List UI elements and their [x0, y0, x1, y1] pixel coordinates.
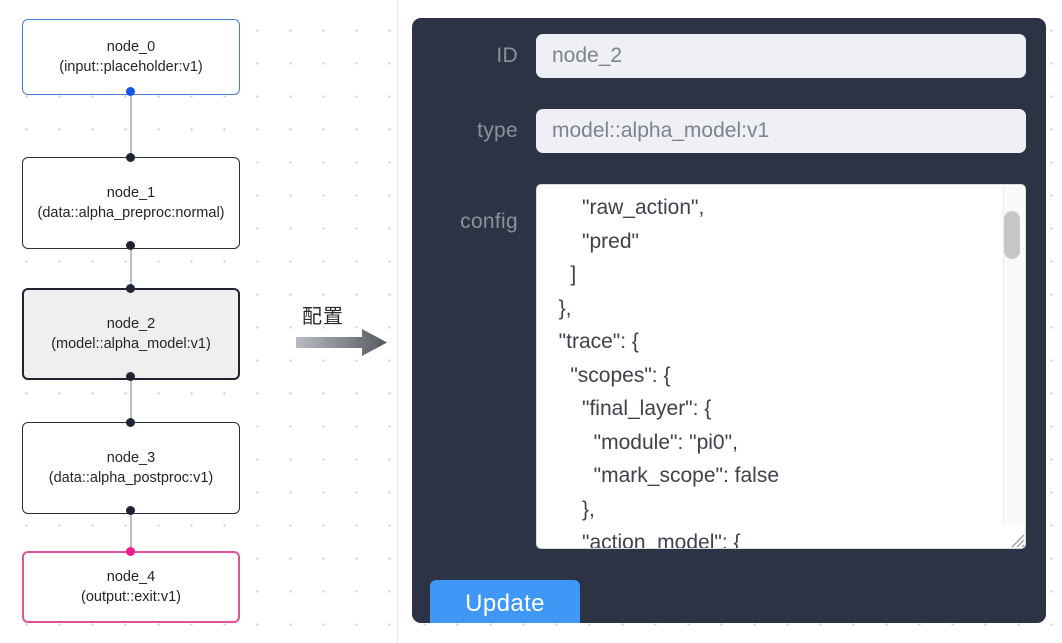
handle-node4-target[interactable] [126, 547, 135, 556]
edge-node0-node1 [130, 91, 132, 161]
handle-node0-source[interactable] [126, 87, 135, 96]
edge-node2-node3 [130, 376, 132, 426]
flow-node-subtitle: (input::placeholder:v1) [59, 59, 203, 75]
config-annotation-label: 配置 [302, 304, 344, 328]
flow-node-node_3[interactable]: node_3 (data::alpha_postproc:v1) [22, 422, 240, 514]
right-arrow-icon [296, 329, 387, 356]
config-scrollbar-track[interactable] [1003, 186, 1024, 524]
handle-node3-target[interactable] [126, 418, 135, 427]
type-field-label: type [477, 119, 518, 142]
flow-node-title: node_1 [106, 185, 156, 201]
handle-node2-source[interactable] [126, 372, 135, 381]
field-row-id: ID [430, 34, 1026, 78]
config-textarea[interactable]: "raw_action", "pred" ] }, "trace": { "sc… [536, 184, 1026, 549]
flow-node-title: node_2 [106, 316, 156, 332]
handle-node1-target[interactable] [126, 153, 135, 162]
id-input[interactable] [536, 34, 1026, 78]
id-field-label: ID [496, 44, 518, 67]
config-annotation: 配置 [296, 300, 392, 358]
flow-node-title: node_4 [106, 569, 156, 585]
flow-node-subtitle: (data::alpha_postproc:v1) [48, 470, 214, 486]
flow-node-subtitle: (data::alpha_preproc:normal) [37, 205, 225, 221]
node-inspector-panel: ID type config "raw_action", "pred" ] },… [412, 18, 1046, 623]
resize-grip-icon[interactable] [1007, 530, 1025, 548]
edge-node1-node2 [130, 245, 132, 292]
field-row-type: type [430, 109, 1026, 153]
flow-node-node_1[interactable]: node_1 (data::alpha_preproc:normal) [22, 157, 240, 249]
flow-canvas[interactable]: node_0 (input::placeholder:v1) node_1 (d… [0, 0, 398, 643]
config-editor-wrap: "raw_action", "pred" ] }, "trace": { "sc… [536, 184, 1026, 549]
flow-node-node_0[interactable]: node_0 (input::placeholder:v1) [22, 19, 240, 95]
flow-node-node_4[interactable]: node_4 (output::exit:v1) [22, 551, 240, 623]
flow-node-title: node_3 [106, 450, 156, 466]
flow-node-title: node_0 [106, 39, 156, 55]
handle-node2-target[interactable] [126, 284, 135, 293]
config-scrollbar-thumb[interactable] [1004, 211, 1020, 259]
type-input[interactable] [536, 109, 1026, 153]
flow-node-subtitle: (output::exit:v1) [81, 589, 181, 605]
field-row-config: config "raw_action", "pred" ] }, "trace"… [430, 184, 1026, 549]
flow-node-node_2[interactable]: node_2 (model::alpha_model:v1) [22, 288, 240, 380]
handle-node3-source[interactable] [126, 506, 135, 515]
flow-node-subtitle: (model::alpha_model:v1) [51, 336, 211, 352]
config-field-label: config [460, 210, 518, 233]
handle-node1-source[interactable] [126, 241, 135, 250]
update-button[interactable]: Update [430, 580, 580, 623]
edge-node3-node4 [130, 510, 132, 555]
